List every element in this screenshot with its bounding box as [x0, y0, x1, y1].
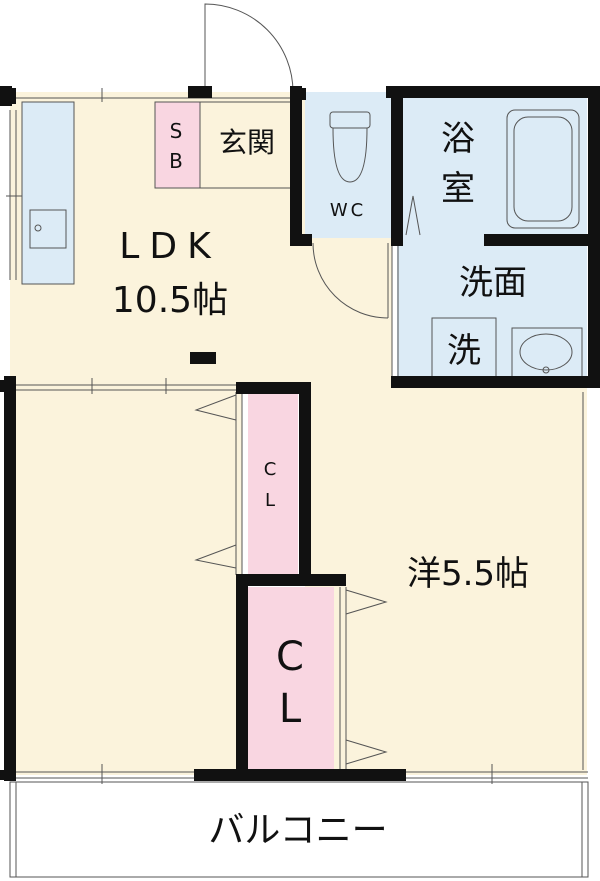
sb-closet-floor	[154, 101, 201, 189]
sb-label-1: S	[170, 119, 183, 143]
sb-label-2: B	[169, 149, 183, 173]
closet-large-floor	[248, 587, 334, 769]
washer-label: 洗	[447, 331, 481, 371]
walls	[0, 86, 600, 781]
balcony-label: バルコニー	[208, 810, 387, 851]
ldk-size-label: 10.5帖	[112, 280, 228, 321]
washroom-floor	[397, 240, 587, 382]
closet-large-label-2: L	[279, 686, 302, 732]
left-room-floor	[10, 382, 242, 775]
bath-label-1: 浴	[441, 119, 475, 159]
western-room-floor	[305, 382, 587, 775]
entrance-label: 玄関	[219, 126, 275, 159]
bath-label-2: 室	[441, 169, 475, 209]
distribution-board	[190, 352, 216, 364]
wc-floor	[305, 92, 397, 238]
washroom-label: 洗面	[459, 263, 527, 303]
wc-label: WC	[330, 200, 366, 221]
closet-small-label-2: L	[265, 490, 275, 511]
closet-large-label-1: C	[276, 634, 304, 680]
wall-block	[0, 88, 16, 104]
closet-small-floor	[248, 392, 298, 575]
western-room-label: 洋5.5帖	[407, 554, 529, 594]
wall-block	[0, 770, 16, 780]
ldk-name-label: LDK	[119, 226, 220, 267]
closet-small-label-1: C	[264, 459, 277, 480]
bath-floor	[397, 92, 587, 240]
wall-block	[294, 88, 306, 100]
thin-lines	[6, 3, 589, 878]
kitchen-counter	[21, 101, 75, 285]
wall-block	[0, 380, 16, 392]
